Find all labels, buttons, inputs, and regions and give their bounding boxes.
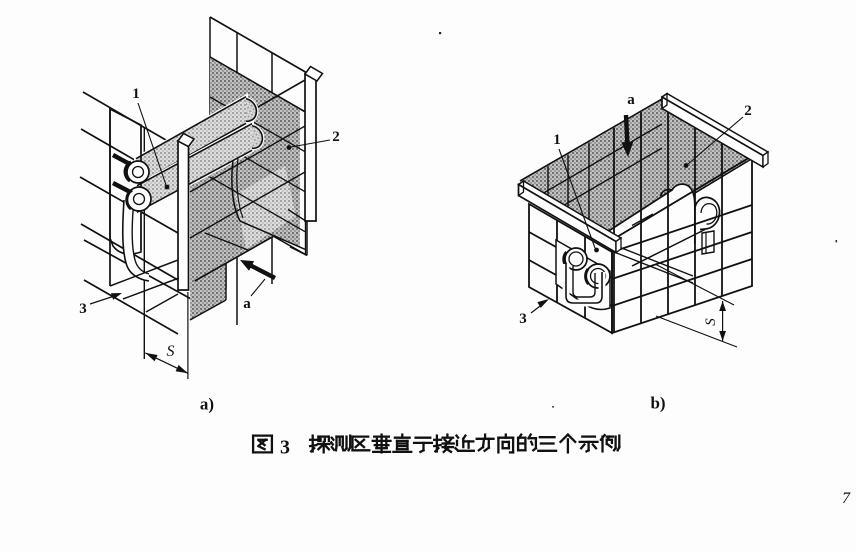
svg-text:3: 3	[280, 437, 290, 459]
svg-text:S: S	[167, 343, 175, 360]
svg-text:a: a	[627, 92, 635, 108]
svg-text:2: 2	[744, 103, 752, 119]
svg-text:1: 1	[132, 86, 140, 102]
svg-text:1: 1	[553, 132, 561, 148]
svg-text:a: a	[243, 296, 251, 312]
svg-text:S: S	[703, 318, 719, 326]
svg-text:3: 3	[519, 311, 527, 327]
svg-text:b): b)	[650, 394, 665, 413]
svg-text:a): a)	[200, 395, 214, 414]
svg-text:7: 7	[842, 490, 851, 507]
svg-text:2: 2	[332, 129, 340, 145]
svg-text:3: 3	[79, 301, 87, 317]
